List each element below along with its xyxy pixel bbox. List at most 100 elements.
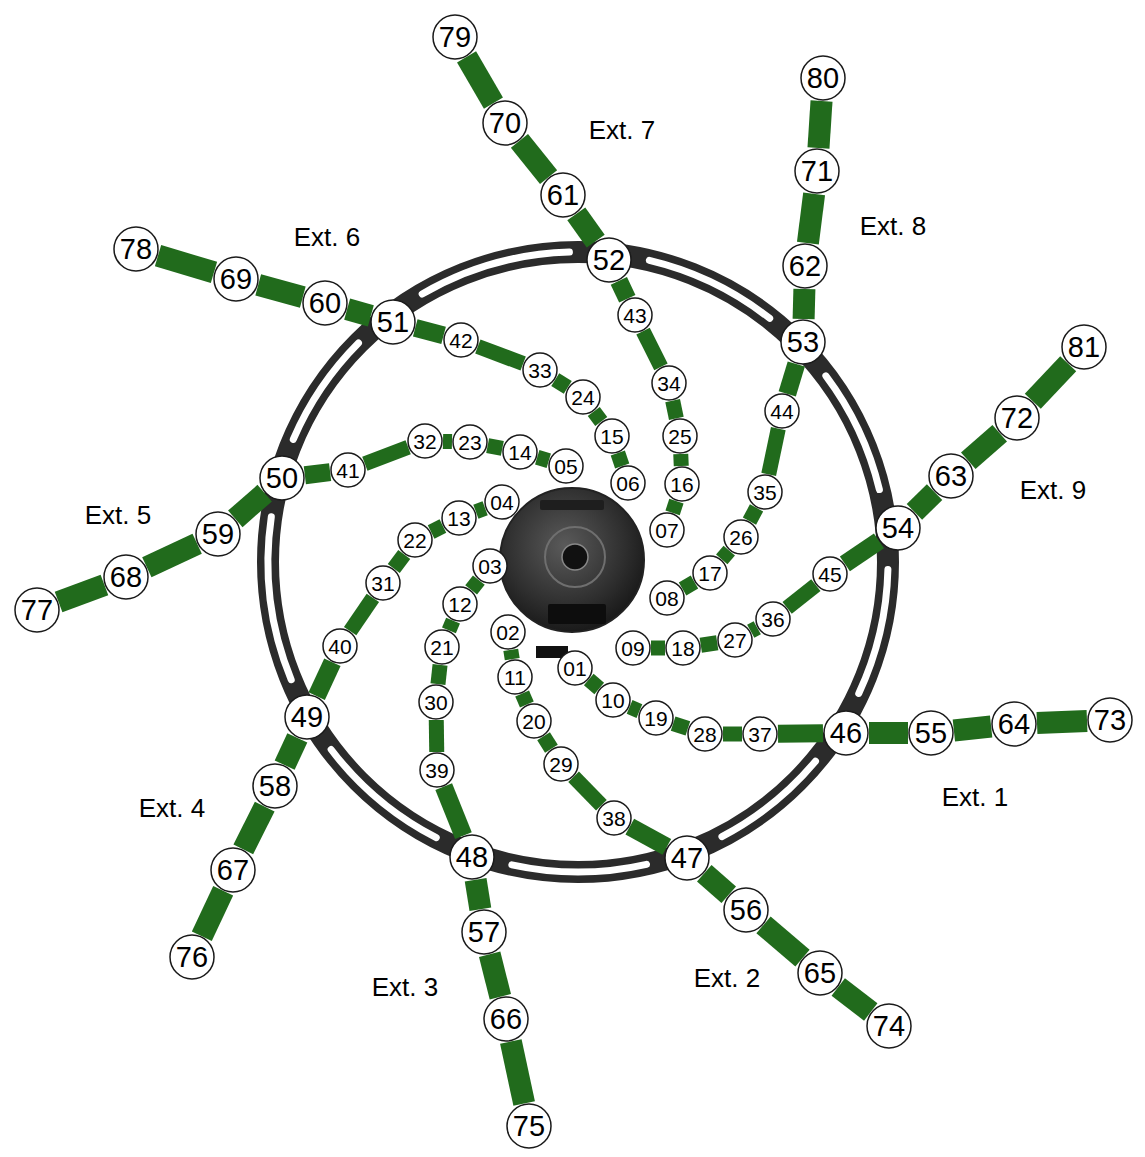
ring-slot: [293, 343, 358, 439]
camera-sensor-window: [548, 604, 606, 624]
led-strip: [673, 401, 677, 419]
led-number-circle: 07: [649, 512, 685, 548]
led-strip: [429, 720, 444, 752]
led-number: 61: [547, 181, 579, 210]
led-number: 12: [448, 594, 471, 615]
camera-body: [500, 488, 644, 632]
led-number-circle: 66: [483, 996, 529, 1042]
led-strip: [749, 508, 756, 521]
led-number: 81: [1068, 333, 1100, 362]
led-number: 21: [430, 637, 453, 658]
led-number-circle: 30: [418, 684, 454, 720]
led-number: 36: [761, 609, 784, 630]
led-number: 52: [593, 246, 625, 275]
led-number-circle: 11: [497, 659, 533, 695]
led-number-circle: 14: [502, 434, 538, 470]
led-number-circle: 54: [875, 505, 921, 551]
led-number: 18: [671, 638, 694, 659]
led-strip: [651, 641, 665, 656]
led-strip: [305, 472, 330, 475]
led-number-circle: 17: [692, 555, 728, 591]
led-number: 03: [478, 556, 501, 577]
led-number: 40: [328, 636, 351, 657]
ring-slot: [649, 260, 769, 318]
led-number: 04: [490, 492, 513, 513]
led-number: 23: [458, 432, 481, 453]
led-number-circle: 80: [800, 55, 846, 101]
led-number-circle: 69: [213, 256, 259, 302]
led-number: 16: [670, 474, 693, 495]
led-number-circle: 38: [596, 800, 632, 836]
led-number: 24: [571, 387, 594, 408]
led-number: 15: [600, 426, 623, 447]
led-number: 19: [644, 708, 667, 729]
led-number-circle: 01: [557, 650, 593, 686]
led-number-circle: 15: [594, 418, 630, 454]
led-number-circle: 62: [782, 243, 828, 289]
led-strip: [490, 954, 501, 996]
led-strip: [673, 501, 677, 513]
camera-lens: [562, 544, 588, 570]
extension-label: Ext. 9: [1020, 475, 1086, 506]
led-strip: [471, 580, 479, 590]
led-number-circle: 71: [794, 148, 840, 194]
led-number: 68: [110, 563, 142, 592]
led-strip: [317, 662, 333, 696]
led-strip: [630, 707, 640, 711]
led-number-circle: 52: [586, 237, 632, 283]
led-number: 14: [508, 442, 531, 463]
led-strip: [519, 141, 548, 177]
led-number-circle: 05: [548, 448, 584, 484]
led-number-circle: 12: [442, 586, 478, 622]
led-number-circle: 61: [540, 172, 586, 218]
led-strip: [787, 364, 796, 394]
led-number-circle: 18: [665, 630, 701, 666]
led-number: 76: [176, 943, 208, 972]
extension-label: Ext. 1: [942, 782, 1008, 813]
led-number-circle: 26: [723, 519, 759, 555]
led-strip: [511, 1041, 524, 1103]
led-strip: [838, 987, 871, 1012]
led-number: 74: [873, 1012, 905, 1041]
led-number: 55: [915, 719, 947, 748]
led-number: 28: [693, 724, 716, 745]
led-number: 73: [1094, 706, 1126, 735]
led-strip: [544, 736, 552, 749]
led-number-circle: 63: [928, 453, 974, 499]
led-strip: [589, 680, 599, 689]
led-number: 80: [807, 64, 839, 93]
led-number-circle: 24: [565, 379, 601, 415]
led-number: 54: [882, 514, 914, 543]
led-strip: [347, 309, 371, 316]
led-number-circle: 44: [764, 393, 800, 429]
led-strip: [701, 643, 717, 646]
led-number: 06: [616, 473, 639, 494]
led-number-circle: 27: [717, 622, 753, 658]
led-number-circle: 20: [516, 703, 552, 739]
led-strip: [673, 454, 689, 466]
led-number: 17: [698, 563, 721, 584]
led-number: 58: [259, 772, 291, 801]
camera-lens-ring: [545, 527, 605, 587]
led-strip: [869, 722, 908, 744]
led-number-circle: 79: [432, 14, 478, 60]
led-strip: [778, 724, 823, 743]
led-strip: [488, 446, 503, 449]
led-number-circle: 06: [610, 465, 646, 501]
led-number: 44: [770, 401, 793, 422]
led-number: 72: [1001, 404, 1033, 433]
led-number: 11: [504, 667, 526, 688]
led-number-circle: 31: [365, 565, 401, 601]
extension-label: Ext. 5: [85, 500, 151, 531]
led-number-circle: 50: [259, 455, 305, 501]
ring-slot: [722, 761, 816, 836]
led-number: 64: [998, 710, 1030, 739]
led-strip: [555, 380, 568, 388]
led-strip: [576, 214, 595, 241]
extension-label: Ext. 4: [139, 793, 205, 824]
led-strip: [522, 694, 527, 705]
led-number-circle: 73: [1087, 697, 1133, 743]
led-number-circle: 09: [615, 630, 651, 666]
extension-label: Ext. 7: [589, 115, 655, 146]
led-number-circle: 16: [664, 466, 700, 502]
